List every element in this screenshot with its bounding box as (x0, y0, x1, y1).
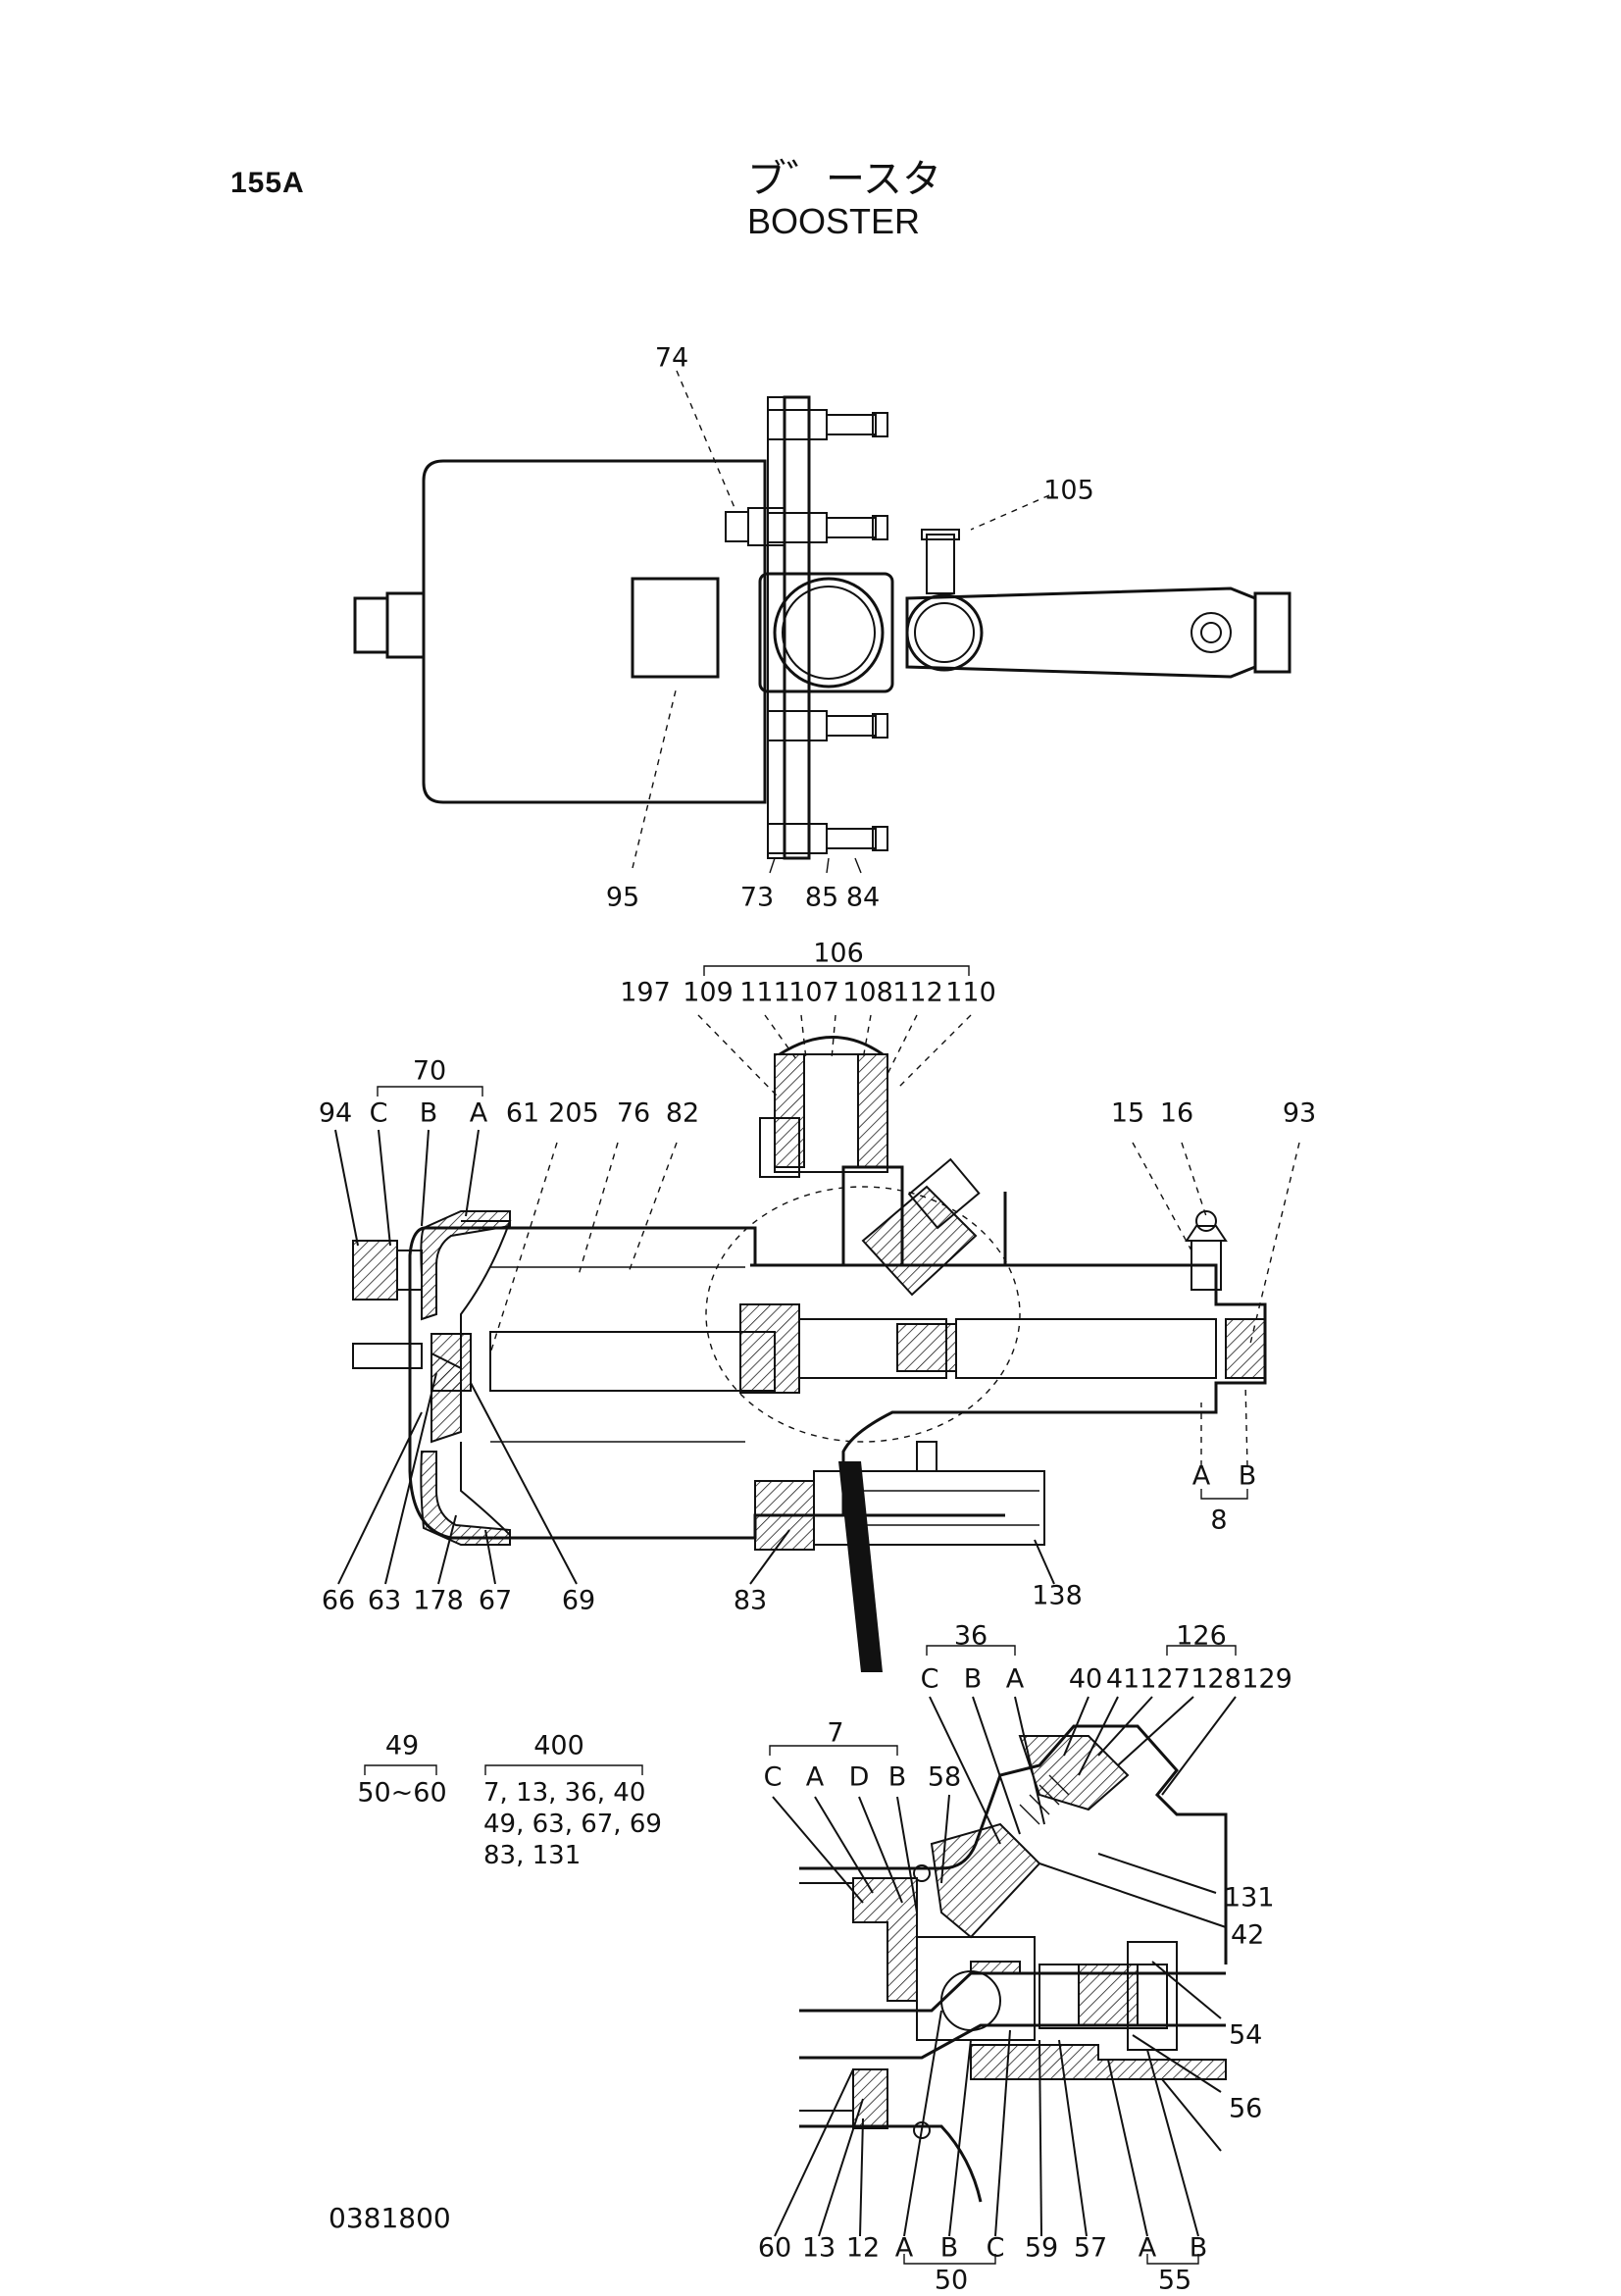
group-106-label: 106 (813, 938, 864, 969)
group-36-sub-b: B (963, 1663, 983, 1695)
callout-110: 110 (945, 977, 996, 1008)
group-7-sub-c: C (763, 1761, 783, 1793)
callout-41: 41 (1105, 1663, 1140, 1695)
group-8-label: 8 (1210, 1505, 1228, 1536)
group-7-sub-a: A (805, 1761, 825, 1793)
group-50-sub-c: C (986, 2232, 1005, 2264)
kit-400-bracket (484, 1764, 643, 1775)
group-70-label: 70 (412, 1055, 447, 1087)
callout-107: 107 (788, 977, 839, 1008)
kit-49-bracket (364, 1764, 437, 1775)
callout-127: 127 (1140, 1663, 1190, 1695)
group-7-sub-b: B (887, 1761, 907, 1793)
callout-58: 58 (927, 1761, 962, 1793)
section-view (334, 965, 1300, 1672)
callout-61: 61 (505, 1097, 540, 1129)
callout-112: 112 (892, 977, 943, 1008)
group-70-sub-a: A (469, 1097, 488, 1129)
callout-42: 42 (1231, 1919, 1265, 1951)
group-36-sub-c: C (920, 1663, 939, 1695)
kit-400-label: 400 (533, 1730, 584, 1761)
group-8-sub-b: B (1238, 1460, 1257, 1492)
callout-197: 197 (620, 977, 671, 1008)
callout-138: 138 (1032, 1580, 1083, 1611)
drawing-code: 0381800 (329, 2202, 451, 2234)
group-55-sub-a: A (1138, 2232, 1157, 2264)
callout-205: 205 (548, 1097, 599, 1129)
callout-56: 56 (1229, 2093, 1263, 2124)
callout-111: 111 (739, 977, 790, 1008)
callout-85: 85 (804, 882, 839, 913)
callout-178: 178 (413, 1585, 464, 1616)
callout-131: 131 (1224, 1882, 1275, 1913)
group-70-sub-b: B (419, 1097, 438, 1129)
callout-76: 76 (616, 1097, 651, 1129)
callout-69: 69 (561, 1585, 596, 1616)
callout-57: 57 (1073, 2232, 1108, 2264)
callout-12: 12 (845, 2232, 881, 2264)
group-8-sub-a: A (1191, 1460, 1211, 1492)
callout-84: 84 (845, 882, 881, 913)
callout-16: 16 (1159, 1097, 1194, 1129)
callout-67: 67 (478, 1585, 513, 1616)
group-7-label: 7 (827, 1717, 844, 1749)
callout-105: 105 (1043, 475, 1094, 506)
callout-40: 40 (1068, 1663, 1103, 1695)
group-36-sub-a: A (1005, 1663, 1025, 1695)
title-english: BOOSTER (747, 201, 921, 241)
callout-108: 108 (842, 977, 893, 1008)
callout-59: 59 (1024, 2232, 1059, 2264)
callout-129: 129 (1241, 1663, 1292, 1695)
callout-83: 83 (733, 1585, 768, 1616)
kit-49-contents: 50~60 (357, 1777, 447, 1809)
kit-400-line-1: 7, 13, 36, 40 (483, 1778, 646, 1808)
callout-93: 93 (1282, 1097, 1317, 1129)
group-7-sub-d: D (848, 1761, 870, 1793)
callout-15: 15 (1110, 1097, 1145, 1129)
kit-49-label: 49 (384, 1730, 420, 1761)
callout-82: 82 (665, 1097, 700, 1129)
kit-400-line-2: 49, 63, 67, 69 (483, 1810, 662, 1839)
title-japanese: ブ゛ースタ (747, 157, 941, 202)
group-55-label: 55 (1157, 2265, 1192, 2296)
callout-73: 73 (739, 882, 775, 913)
kit-400-line-3: 83, 131 (483, 1841, 582, 1870)
callout-95: 95 (605, 882, 640, 913)
top-view (353, 370, 1292, 874)
callout-54: 54 (1229, 2019, 1263, 2051)
callout-66: 66 (321, 1585, 356, 1616)
callout-94: 94 (318, 1097, 353, 1129)
detail-view (769, 1645, 1237, 2265)
callout-60: 60 (757, 2232, 792, 2264)
group-50-label: 50 (934, 2265, 969, 2296)
group-50-sub-b: B (939, 2232, 959, 2264)
group-126-label: 126 (1176, 1620, 1227, 1652)
group-70-sub-c: C (369, 1097, 388, 1129)
callout-109: 109 (683, 977, 734, 1008)
group-36-label: 36 (953, 1620, 988, 1652)
page-code: 155A (230, 167, 305, 199)
callout-128: 128 (1190, 1663, 1241, 1695)
callout-13: 13 (801, 2232, 836, 2264)
callout-63: 63 (367, 1585, 402, 1616)
group-55-sub-b: B (1189, 2232, 1208, 2264)
group-50-sub-a: A (894, 2232, 914, 2264)
callout-74: 74 (654, 342, 689, 374)
